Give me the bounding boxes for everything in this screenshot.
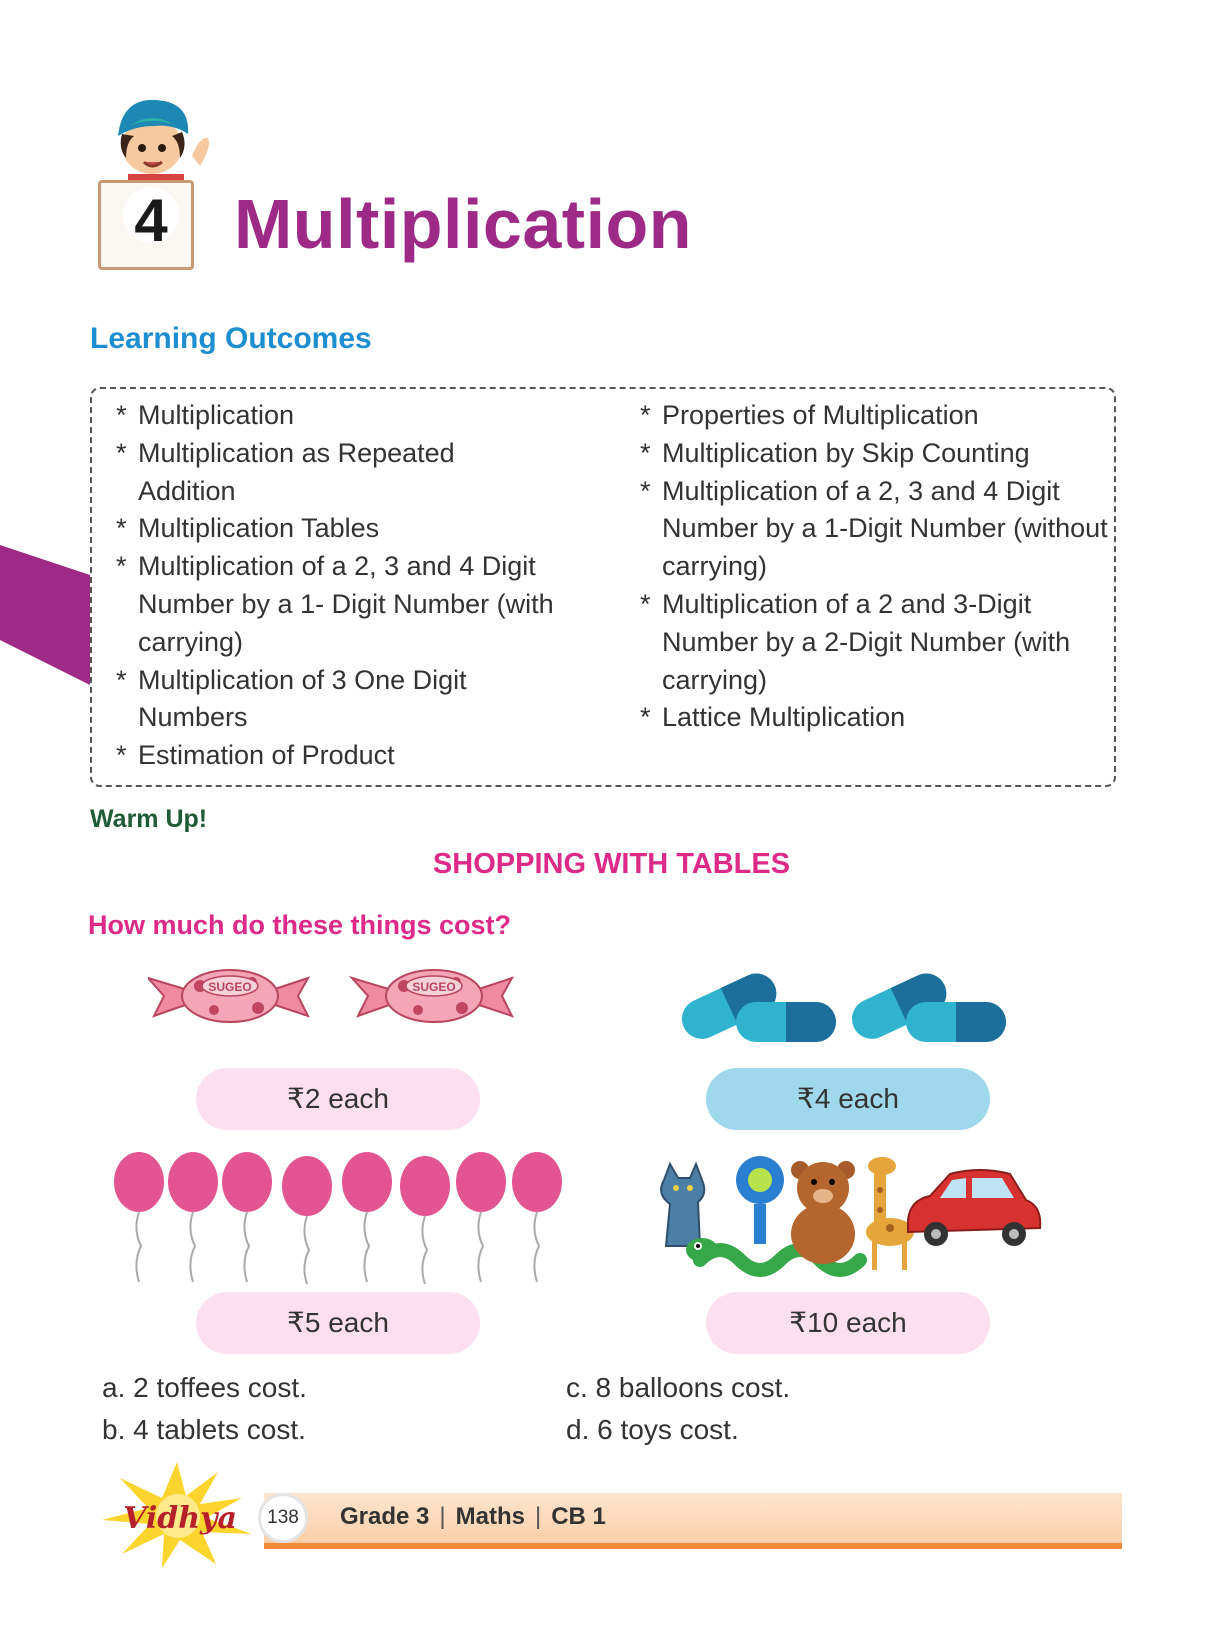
list-item: * Properties of Multiplication [640,397,1110,435]
balloon [222,1152,272,1283]
footer-subject: Maths [455,1503,525,1530]
outcome-text: Multiplication of a 2, 3 and 4 Digit Num… [662,475,1108,582]
footer-text: Grade 3 | Maths | CB 1 [340,1503,606,1531]
learning-outcomes-right-column: * Properties of Multiplication * Multiplic… [640,397,1110,737]
toffee-price-label: ₹2 each [196,1068,480,1130]
balloon [512,1152,562,1283]
learning-outcomes-left-column: * Multiplication * Multiplication as Repea… [116,397,626,775]
kid-illustration [118,99,209,192]
balloon-price-label: ₹5 each [196,1292,480,1354]
tablet [736,1002,836,1042]
outcome-text: Multiplication of 3 One Digit Numbers [138,664,467,733]
question-b: b. 4 tablets cost. [102,1414,306,1445]
chapter-title: Multiplication [234,185,693,263]
logo-text: Vidhya [123,1501,237,1536]
footer-bar [264,1493,1122,1549]
tablets-illustration [681,973,1006,1042]
snake-toy [686,1238,867,1277]
giraffe-toy [866,1157,914,1270]
outcome-text: Multiplication as Repeated Addition [138,437,455,506]
toys-illustration [660,1156,1042,1277]
footer-grade: Grade 3 [340,1503,430,1530]
toffee: SUGEO [348,969,515,1023]
balloons-illustration [114,1152,562,1285]
balloon [168,1152,218,1283]
learning-outcomes-heading: Learning Outcomes [90,322,372,355]
vidhya-logo: Vidhya [102,1462,252,1568]
bullet-star: * [116,437,127,468]
balloon [282,1156,332,1285]
warm-up-title-text: SHOPPING WITH TABLES [432,848,791,880]
bullet-star: * [640,437,651,468]
outcome-text: Multiplication of a 2 and 3-Digit Number… [662,588,1071,695]
bullet-star: * [640,702,651,733]
toffee-wrapper-text: SUGEO [412,980,455,994]
list-item: * Lattice Multiplication [640,699,1110,737]
chapter-number-board: 4 [98,180,194,270]
rattle-toy [736,1156,784,1244]
bullet-star: * [116,664,127,695]
list-item: * Multiplication of a 2 and 3-Digit Numbe… [640,586,1110,699]
bullet-star: * [116,400,127,430]
bullet-star: * [116,513,127,544]
footer-separator: | [534,1503,542,1530]
balloon [342,1152,392,1283]
balloon [114,1152,164,1283]
footer-separator: | [439,1503,446,1530]
outcome-text: Multiplication Tables [138,513,380,544]
list-item: * Multiplication of a 2, 3 and 4 Digit Nu… [116,548,626,661]
toffee: SUGEO [148,969,311,1023]
balloon [456,1152,506,1283]
side-tab-decoration [0,545,90,685]
warm-up-title: SHOPPING WITH TABLES [0,848,1223,881]
question-c: c. 8 balloons cost. [566,1372,791,1403]
list-item: * Multiplication as Repeated Addition [116,435,626,511]
toy-price-label: ₹10 each [706,1292,990,1354]
footer-book: CB 1 [551,1503,606,1530]
bullet-star: * [116,740,127,771]
toffee-wrapper-text: SUGEO [208,980,251,994]
toffees-illustration: SUGEO SUGEO [148,969,515,1023]
car-toy [907,1169,1042,1246]
outcome-text: Lattice Multiplication [662,702,906,733]
question-d: d. 6 toys cost. [566,1414,739,1445]
list-item: * Multiplication of 3 One Digit Numbers [116,662,626,738]
outcome-text: Multiplication of a 2, 3 and 4 Digit Num… [138,551,554,657]
outcome-text: Properties of Multiplication [662,400,979,430]
tablet-price-label: ₹4 each [706,1068,990,1130]
learning-outcomes-box: * Multiplication * Multiplication as Repea… [90,387,1116,787]
cat-toy [660,1161,706,1247]
list-item: * Multiplication Tables [116,510,626,548]
bullet-star: * [116,551,127,582]
list-item: * Multiplication of a 2, 3 and 4 Digit Nu… [640,473,1110,586]
warm-up-question: How much do these things cost? [88,910,512,940]
outcome-text: Estimation of Product [138,740,395,771]
tablet [906,1002,1006,1042]
list-item: * Multiplication by Skip Counting [640,435,1110,473]
chapter-number: 4 [123,187,179,254]
list-item: * Multiplication [116,397,626,435]
bullet-star: * [640,588,651,619]
bullet-star: * [640,400,651,430]
balloon [400,1156,450,1285]
teddy-bear-toy [791,1161,855,1264]
outcome-text: Multiplication [138,400,295,430]
page-number: 138 [258,1493,308,1543]
list-item: * Estimation of Product [116,737,626,775]
warm-up-label: Warm Up! [90,805,208,833]
bullet-star: * [640,475,651,506]
question-a: a. 2 toffees cost. [102,1372,307,1403]
outcome-text: Multiplication by Skip Counting [662,437,1030,468]
